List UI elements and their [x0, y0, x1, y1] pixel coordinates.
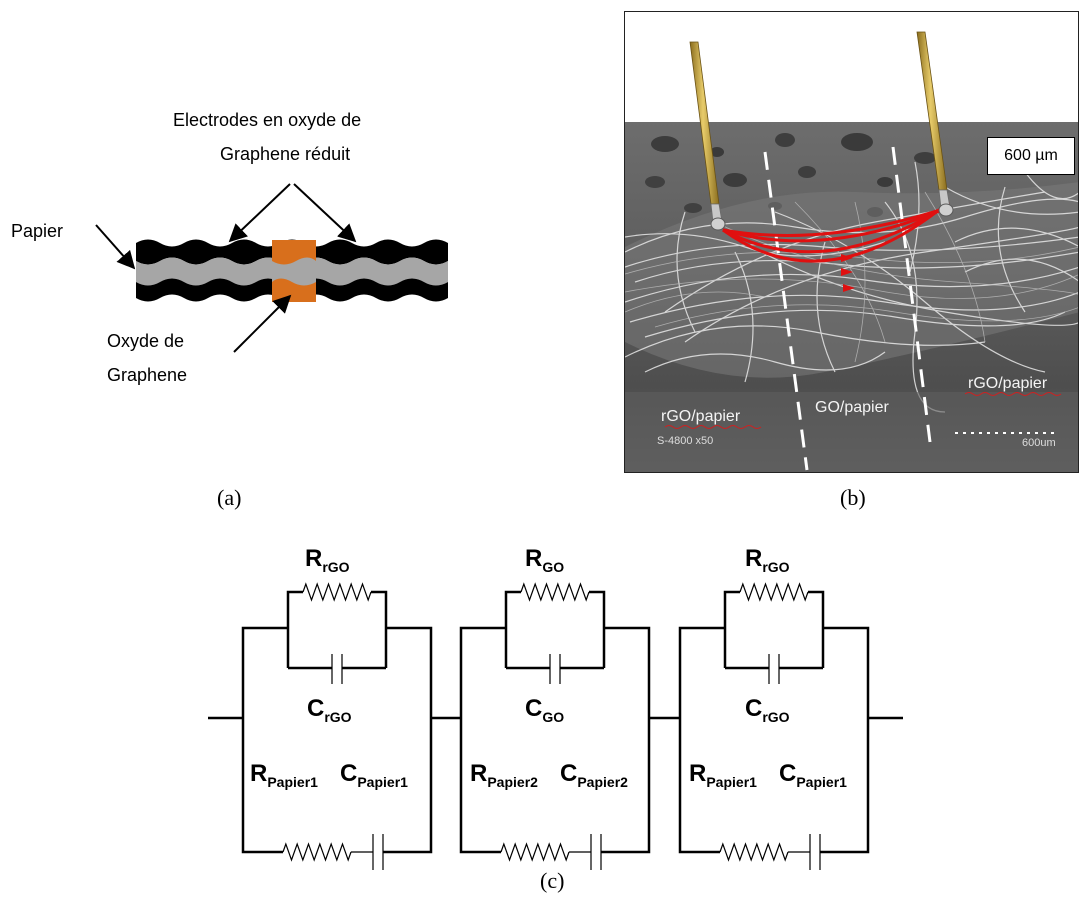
- probe-right: [916, 31, 954, 217]
- r-paper-label-2: RPapier2: [470, 760, 538, 790]
- oxyde-label-line1: Oxyde de: [107, 331, 185, 351]
- sem-micrograph: [625, 31, 1078, 472]
- electrode-arrow-left: [228, 183, 291, 243]
- boundary-right: [891, 146, 932, 443]
- papier-label: Papier: [11, 221, 64, 241]
- probe-left: [689, 41, 726, 231]
- panel-c-label: (c): [540, 868, 565, 893]
- paper-arrow: [95, 224, 136, 270]
- electrode-arrow-right: [293, 183, 357, 243]
- electrodes-label-line2: Graphene réduit: [220, 144, 351, 164]
- region-left-label: rGO/papier: [661, 408, 741, 425]
- c-paper-label-1: CPapier1: [340, 760, 408, 790]
- electrodes-label-line1: Electrodes en oxyde de: [173, 110, 362, 130]
- c-main-label-2: CGO: [525, 695, 565, 725]
- sem-image-panel: 600 µm rGO/papier GO/papier rGO/papier S…: [624, 11, 1079, 473]
- panel-a-label: (a): [217, 485, 242, 510]
- r-paper-label-1: RPapier1: [250, 760, 318, 790]
- r-paper-label-3: RPapier1: [689, 760, 757, 790]
- region-center-label: GO/papier: [815, 399, 889, 416]
- c-paper-label-2: CPapier2: [560, 760, 628, 790]
- r-main-label-3: RrGO: [745, 545, 790, 575]
- c-main-label-3: CrGO: [745, 695, 790, 725]
- r-main-label-1: RrGO: [305, 545, 350, 575]
- r-main-label-2: RGO: [525, 545, 565, 575]
- graphene-oxide-arrow: [233, 294, 292, 353]
- boundary-left: [763, 151, 809, 471]
- scale-box: 600 µm: [987, 137, 1075, 175]
- oxyde-label-line2: Graphene: [107, 365, 188, 385]
- c-main-label-1: CrGO: [307, 695, 352, 725]
- scale-bar-text: 600um: [1022, 437, 1056, 449]
- current-paths: [722, 200, 950, 263]
- c-paper-label-3: CPapier1: [779, 760, 847, 790]
- region-right-label: rGO/papier: [968, 375, 1048, 392]
- panel-b-label: (b): [840, 485, 866, 510]
- instrument-caption: S-4800 x50: [657, 435, 714, 447]
